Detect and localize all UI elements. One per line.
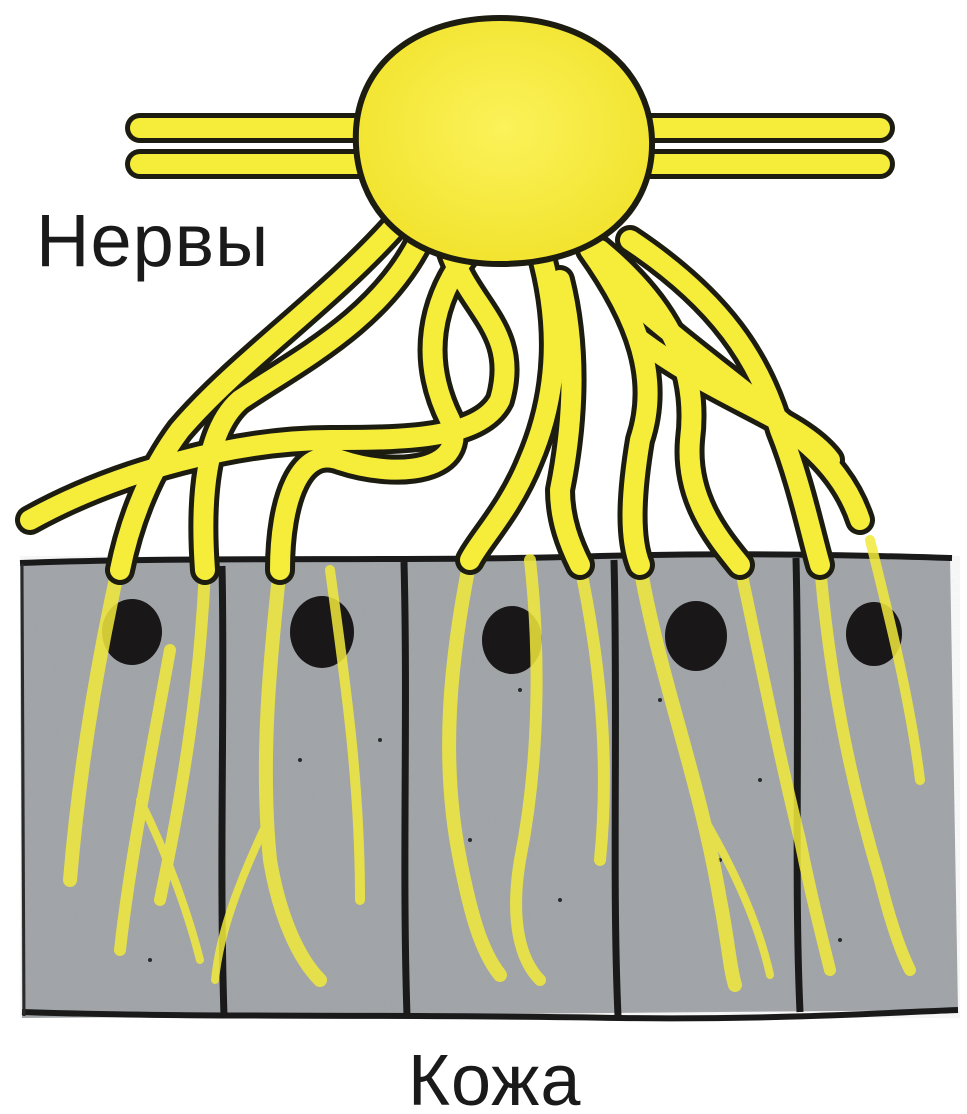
cell-border-2: [404, 562, 407, 1016]
skin-left-edge: [22, 564, 24, 1016]
nerves-label: Нервы: [36, 198, 269, 283]
cell-border-4: [796, 558, 800, 1012]
cell-nucleus-4: [665, 601, 727, 671]
cell-border-3: [614, 560, 618, 1016]
neuron-soma: [356, 18, 652, 264]
skin-label: Кожа: [408, 1040, 581, 1114]
